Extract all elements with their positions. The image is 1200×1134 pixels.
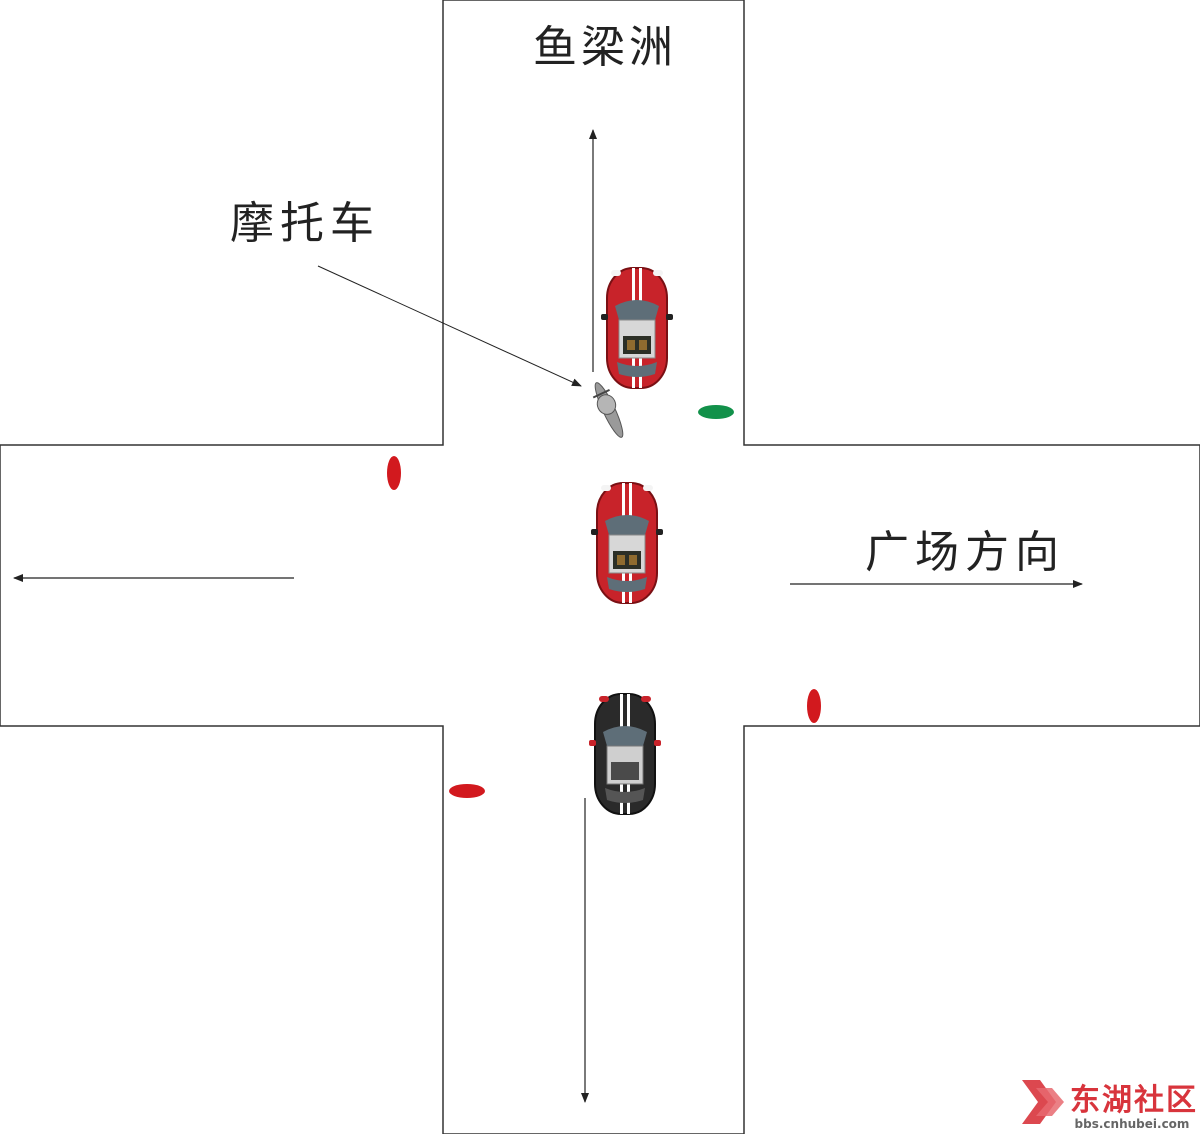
car-center-icon	[590, 482, 664, 604]
car-north-icon	[600, 267, 674, 389]
east-label: 广场方向	[865, 527, 1065, 578]
watermark-text: 东湖社区	[1070, 1083, 1198, 1118]
red-marker-west	[387, 456, 401, 490]
motorcycle-pointer	[317, 265, 582, 387]
motorcycle-label: 摩托车	[230, 198, 380, 249]
motorcycle-icon	[592, 382, 624, 438]
watermark: 东湖社区 bbs.cnhubei.com	[1022, 1080, 1198, 1131]
green-marker	[698, 405, 734, 419]
red-marker-east	[807, 689, 821, 723]
north-label: 鱼梁洲	[533, 22, 677, 73]
car-south-icon	[588, 693, 662, 815]
wing-logo-icon	[1022, 1080, 1064, 1124]
red-marker-south	[449, 784, 485, 798]
watermark-url: bbs.cnhubei.com	[1075, 1117, 1190, 1131]
